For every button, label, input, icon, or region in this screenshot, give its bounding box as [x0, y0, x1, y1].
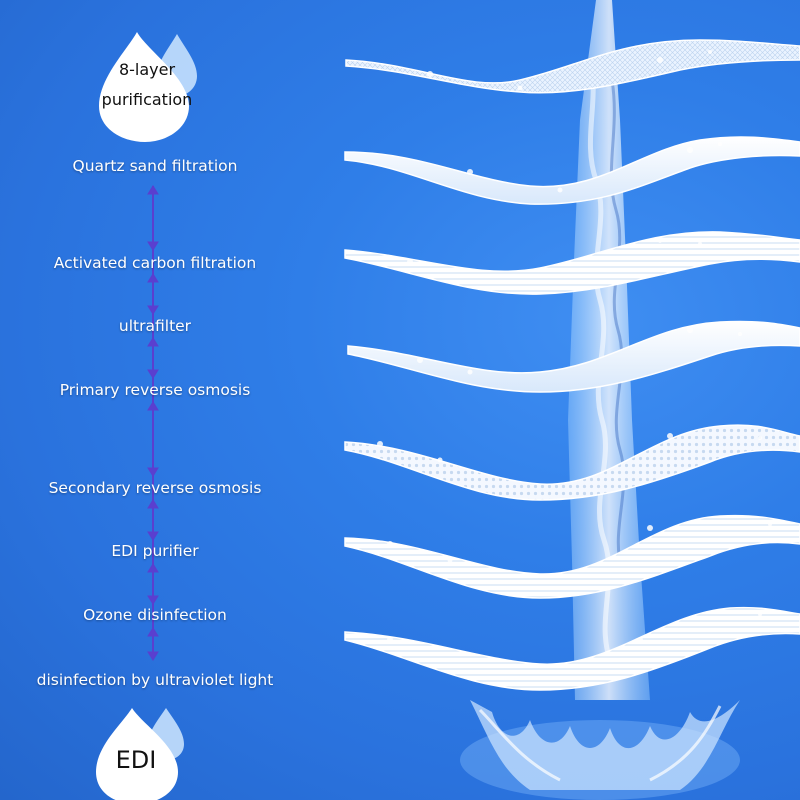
membrane-7: [344, 606, 800, 691]
stage-label-8: disinfection by ultraviolet light: [36, 671, 274, 689]
membrane-6: [344, 514, 800, 599]
stage-label-7: Ozone disinfection: [83, 606, 227, 624]
membrane-3: [344, 231, 800, 295]
stage-label-6: EDI purifier: [111, 542, 199, 560]
water-drop-icon: [99, 32, 197, 142]
stage-label-1: Quartz sand filtration: [72, 157, 238, 175]
membrane-1: [345, 39, 800, 94]
stage-label-3: ultrafilter: [118, 317, 192, 335]
header-title-line1: 8-layer: [118, 60, 176, 79]
water-splash: [460, 700, 740, 800]
header-title-line2: purification: [101, 90, 193, 109]
stage-label-2: Activated carbon filtration: [53, 254, 257, 272]
membrane-4: [347, 320, 800, 393]
membrane-2: [344, 136, 800, 205]
footer-badge-label: EDI: [115, 746, 157, 774]
stage-label-4: Primary reverse osmosis: [59, 381, 251, 399]
water-drop-icon: [96, 708, 184, 800]
membrane-5: [344, 424, 800, 501]
stage-connector: [147, 185, 159, 661]
stage-label-5: Secondary reverse osmosis: [48, 479, 262, 497]
double-headed-arrow-icon: [147, 185, 159, 661]
water-droplets: [377, 50, 772, 663]
